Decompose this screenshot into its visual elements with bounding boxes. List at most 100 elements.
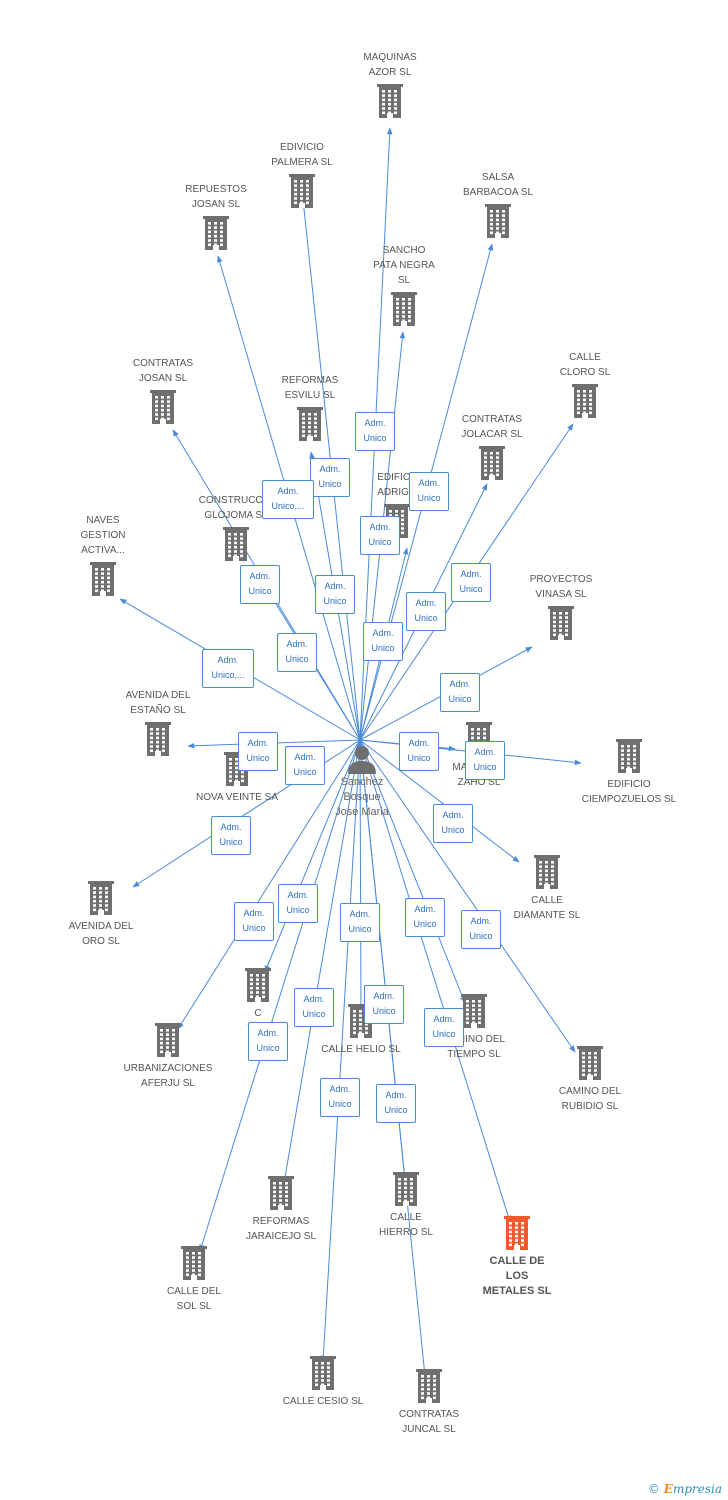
role-badge[interactable]: Adm.Unico xyxy=(340,903,380,942)
role-badge-line: Unico xyxy=(323,596,347,606)
role-badge[interactable]: Adm.Unico xyxy=(440,673,480,712)
building-icon xyxy=(461,994,487,1028)
edge-calle-metales xyxy=(359,739,511,1223)
role-badge[interactable]: Adm.Unico xyxy=(433,804,473,843)
role-badge[interactable]: Adm.Unico,... xyxy=(202,649,254,688)
role-badge[interactable]: Adm.Unico xyxy=(310,458,350,497)
company-label: METALES SL xyxy=(482,1285,552,1297)
footer-brand[interactable]: ©Empresia xyxy=(648,1482,722,1496)
company-label: GESTION xyxy=(80,530,126,541)
role-badge-line: Unico xyxy=(242,923,266,933)
role-badge[interactable]: Adm.Unico xyxy=(355,412,395,451)
building-icon xyxy=(223,527,249,561)
role-badge[interactable]: Adm.Unico xyxy=(364,985,404,1024)
role-badge-line: Unico,... xyxy=(271,501,305,511)
role-badge[interactable]: Adm.Unico xyxy=(234,902,274,941)
role-badge-line: Adm. xyxy=(449,679,471,689)
company-label: EDIFICA xyxy=(377,472,417,483)
company-node-naves-gestion[interactable]: NAVES GESTION ACTIVA... xyxy=(48,513,158,596)
role-badge[interactable]: Adm.Unico xyxy=(360,516,400,555)
building-icon xyxy=(534,855,560,889)
company-label: NAVES xyxy=(86,515,120,526)
role-badge-line: Adm. xyxy=(460,569,482,579)
role-badge[interactable]: Adm.Unico xyxy=(461,910,501,949)
role-badge[interactable]: Adm. Unico xyxy=(211,816,251,855)
role-badge[interactable]: Adm.Unico xyxy=(376,1084,416,1123)
company-label: ACTIVA... xyxy=(81,545,125,556)
company-label: JARAICEJO SL xyxy=(245,1231,317,1242)
role-badge[interactable]: Adm.Unico xyxy=(405,898,445,937)
role-badge-line: Adm. xyxy=(303,994,325,1004)
role-badge[interactable]: Adm.Unico xyxy=(320,1078,360,1117)
company-label: PATA NEGRA xyxy=(373,260,435,271)
role-badge[interactable]: Adm. Unico,... xyxy=(262,480,314,519)
role-badge-line: Unico xyxy=(219,837,243,847)
role-badge[interactable]: Adm.Unico xyxy=(451,563,491,602)
company-label: CONTRATAS xyxy=(132,358,194,369)
role-badge-line: Adm. xyxy=(277,486,299,496)
building-icon xyxy=(203,216,229,250)
role-badge[interactable]: Adm. Unico xyxy=(409,472,449,511)
role-badge[interactable]: Adm.Unico xyxy=(294,988,334,1027)
role-badge[interactable]: Adm.Unico xyxy=(424,1008,464,1047)
role-badge-line: Unico xyxy=(371,643,395,653)
company-label: ESVILU SL xyxy=(284,390,336,401)
role-badge-line: Adm. xyxy=(408,738,430,748)
role-badge[interactable]: Adm. Unico xyxy=(238,732,278,771)
person-node[interactable]: Sanchez Bosque Jose Maria xyxy=(324,744,400,819)
role-badge[interactable]: Adm.Unico xyxy=(248,1022,288,1061)
role-badge-line: Adm. xyxy=(220,822,242,832)
edge-reformas-jaraicejo xyxy=(282,739,361,1184)
role-badge[interactable]: Adm.Unico xyxy=(399,732,439,771)
copyright-symbol: © xyxy=(647,1482,660,1496)
role-badge-line: Unico xyxy=(246,753,270,763)
role-badge[interactable]: Adm.Unico xyxy=(278,884,318,923)
role-badge[interactable]: Adm.Unico xyxy=(363,622,403,661)
company-label: SALSA xyxy=(481,172,515,183)
company-label: CALLE DEL xyxy=(167,1286,221,1297)
company-label: CLORO SL xyxy=(559,367,611,378)
company-node-calle-cesio[interactable]: CALLE CESIO SL xyxy=(268,1356,378,1409)
role-badge[interactable]: Adm.Unico xyxy=(285,746,325,785)
role-badge[interactable]: Adm.Unico xyxy=(406,592,446,631)
company-label: LOS xyxy=(505,1270,529,1282)
company-label: ESTAÑO SL xyxy=(130,705,186,716)
role-badge-line: Adm. xyxy=(247,738,269,748)
company-label: ADRIGO xyxy=(377,487,417,498)
company-label: RUBIDIO SL xyxy=(561,1101,619,1112)
building-icon xyxy=(88,881,114,915)
role-badge-line: Unico xyxy=(293,767,317,777)
role-badge-line: Adm. xyxy=(418,478,440,488)
role-badge[interactable]: Adm.Unico xyxy=(240,565,280,604)
role-badge-line: Unico xyxy=(417,493,441,503)
role-badge[interactable]: Adm.Unico xyxy=(465,741,505,780)
role-badge[interactable]: Adm.Unico xyxy=(315,575,355,614)
company-label: TIEMPO SL xyxy=(447,1049,501,1060)
role-badge-line: Unico xyxy=(328,1099,352,1109)
role-badge[interactable]: Adm.Unico xyxy=(277,633,317,672)
